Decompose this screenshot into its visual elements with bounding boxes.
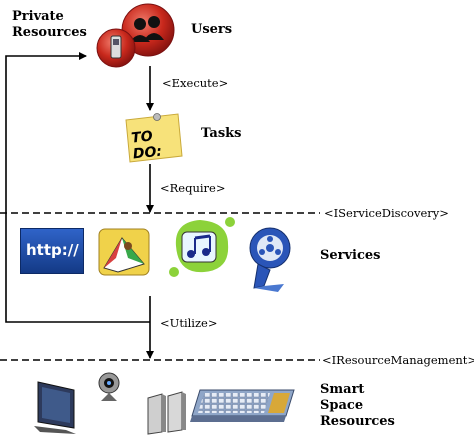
webcam-icon bbox=[98, 372, 120, 401]
private-resources-line1: Private bbox=[12, 9, 64, 24]
utilize-edge-label: <Utilize> bbox=[160, 316, 218, 330]
resource-management-interface-label: <IResourceManagement> bbox=[322, 353, 474, 367]
speakers-icon bbox=[147, 391, 186, 435]
film-reel-icon bbox=[249, 227, 291, 292]
todo-note-icon: TO DO: bbox=[124, 112, 183, 163]
http-icon-text: http:// bbox=[26, 241, 79, 259]
private-resources-label: Private Resources bbox=[12, 9, 87, 41]
services-label: Services bbox=[320, 248, 381, 263]
keyboard-icon bbox=[190, 389, 295, 422]
smart-space-line2: Space bbox=[320, 398, 364, 413]
users-icon bbox=[96, 3, 175, 68]
monitor-icon bbox=[34, 381, 76, 434]
todo-note-text: TO DO: bbox=[130, 128, 163, 163]
smart-space-resources-label: Smart Space Resources bbox=[320, 382, 395, 430]
users-label: Users bbox=[191, 22, 233, 37]
http-icon: http:// bbox=[20, 228, 84, 274]
require-edge-label: <Require> bbox=[160, 181, 226, 195]
music-icon bbox=[169, 217, 235, 277]
envelope-icon bbox=[98, 228, 150, 276]
execute-edge-label: <Execute> bbox=[162, 76, 229, 90]
tasks-label: Tasks bbox=[201, 126, 242, 141]
feedback-loop-line bbox=[5, 52, 150, 323]
smart-space-line1: Smart bbox=[320, 382, 365, 397]
private-resources-line2: Resources bbox=[12, 25, 87, 40]
smart-space-line3: Resources bbox=[320, 414, 395, 429]
service-discovery-interface-label: <IServiceDiscovery> bbox=[324, 206, 449, 220]
